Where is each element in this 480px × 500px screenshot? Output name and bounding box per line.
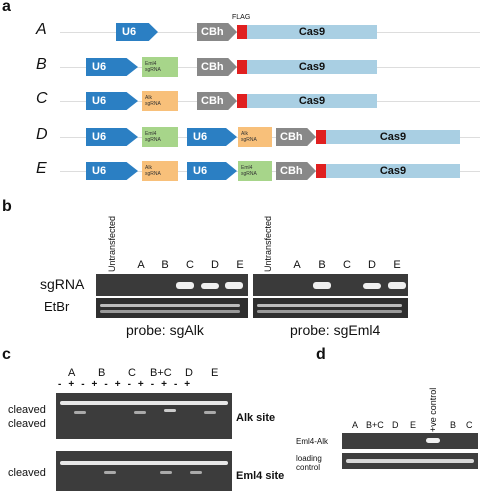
cleaved-label: cleaved (8, 418, 46, 430)
panel-c-letter: c (2, 346, 11, 363)
lane-label: B+C (366, 420, 384, 430)
flag-tag (316, 130, 326, 144)
lane-label: C (343, 259, 351, 271)
cleaved-label: cleaved (8, 404, 46, 416)
eml4-site-gel (56, 451, 232, 491)
eml4-alk-row-label: Eml4-Alk (296, 437, 329, 446)
group-label: E (211, 367, 219, 379)
u6-promoter: U6 (116, 23, 158, 41)
lane-label: D (392, 420, 399, 430)
cas9-gene: Cas9 (247, 25, 377, 39)
cbh-promoter: CBh (197, 23, 237, 41)
panel-d-letter: d (316, 346, 326, 363)
control-lane-label: +ve control (428, 387, 438, 432)
alk-site-label: Alk site (236, 412, 276, 424)
eml4-alk-gel (342, 433, 478, 449)
flag-tag (237, 94, 247, 108)
lane-label: D (211, 259, 219, 271)
eml4-site-label: Eml4 site (236, 470, 285, 482)
lane-label: D (368, 259, 376, 271)
u6-promoter: U6 (86, 58, 138, 76)
flag-tag (237, 25, 247, 39)
cbh-promoter: CBh (276, 128, 316, 146)
lane-label: A (293, 259, 301, 271)
untransfected-label-left: Untransfected (107, 215, 117, 272)
cbh-promoter: CBh (276, 162, 316, 180)
cbh-promoter: CBh (197, 92, 237, 110)
lane-label: B (450, 420, 457, 430)
lane-label: C (186, 259, 194, 271)
untransfected-label-right: Untransfected (263, 215, 273, 272)
loading-control-line1: loading (296, 454, 322, 463)
cas9-gene: Cas9 (326, 130, 460, 144)
etbr-gel-right (253, 298, 408, 318)
probe-label-left: probe: sgAlk (126, 322, 204, 338)
group-label: A (68, 367, 76, 379)
lane-label: A (137, 259, 145, 271)
cas9-gene: Cas9 (247, 60, 377, 74)
loading-control-line2: control (296, 463, 321, 472)
loading-control-label: loading control (296, 454, 322, 472)
u6-promoter: U6 (187, 128, 237, 146)
group-label: C (128, 367, 136, 379)
loading-control-gel (342, 453, 478, 469)
sg-label-1: Alk (145, 165, 152, 171)
lane-label: B (161, 259, 169, 271)
lane-label: E (393, 259, 401, 271)
sg-label-1: Alk (241, 131, 248, 137)
sg-label-2: sgRNA (145, 171, 161, 177)
u6-promoter: U6 (86, 162, 138, 180)
row-label-b: B (36, 56, 47, 73)
sg-label-1: Eml4 (145, 61, 157, 67)
row-label-c: C (36, 90, 48, 107)
lane-label: E (410, 420, 417, 430)
alk-site-gel (56, 393, 232, 439)
group-label: D (185, 367, 193, 379)
panel-b-letter: b (2, 198, 12, 215)
row-label-a: A (36, 21, 47, 38)
lane-label: B (318, 259, 326, 271)
sg-label-2: sgRNA (145, 101, 161, 107)
probe-label-right: probe: sgEml4 (290, 322, 381, 338)
sg-label-2: sgRNA (145, 137, 161, 143)
sgrna-blot-left (96, 274, 248, 296)
u6-promoter: U6 (86, 92, 138, 110)
group-label: B (98, 367, 106, 379)
lane-label: A (352, 420, 359, 430)
sg-label-1: Eml4 (145, 131, 157, 137)
flag-tag (237, 60, 247, 74)
sg-label-2: sgRNA (241, 137, 257, 143)
cas9-gene: Cas9 (326, 164, 460, 178)
etbr-row-label: EtBr (44, 299, 70, 314)
row-label-d: D (36, 126, 48, 143)
sg-label-1: Alk (145, 95, 152, 101)
lane-label: E (236, 259, 244, 271)
sg-label-2: sgRNA (145, 67, 161, 73)
sgrna-row-label: sgRNA (40, 276, 85, 292)
sgrna-blot-right (253, 274, 408, 296)
flag-tag (316, 164, 326, 178)
cas9-gene: Cas9 (247, 94, 377, 108)
pm-labels: -+-+-+-+-+-+ (58, 379, 198, 390)
sg-label-1: Eml4 (241, 165, 253, 171)
panel-a-letter: a (2, 0, 11, 15)
etbr-gel-left (96, 298, 248, 318)
group-label: B+C (150, 367, 172, 379)
u6-promoter: U6 (86, 128, 138, 146)
lane-label: C (466, 420, 473, 430)
sg-label-2: sgRNA (241, 171, 257, 177)
cleaved-label: cleaved (8, 467, 46, 479)
u6-promoter: U6 (187, 162, 237, 180)
flag-label: FLAG (232, 14, 251, 21)
cbh-promoter: CBh (197, 58, 237, 76)
row-label-e: E (36, 160, 47, 177)
